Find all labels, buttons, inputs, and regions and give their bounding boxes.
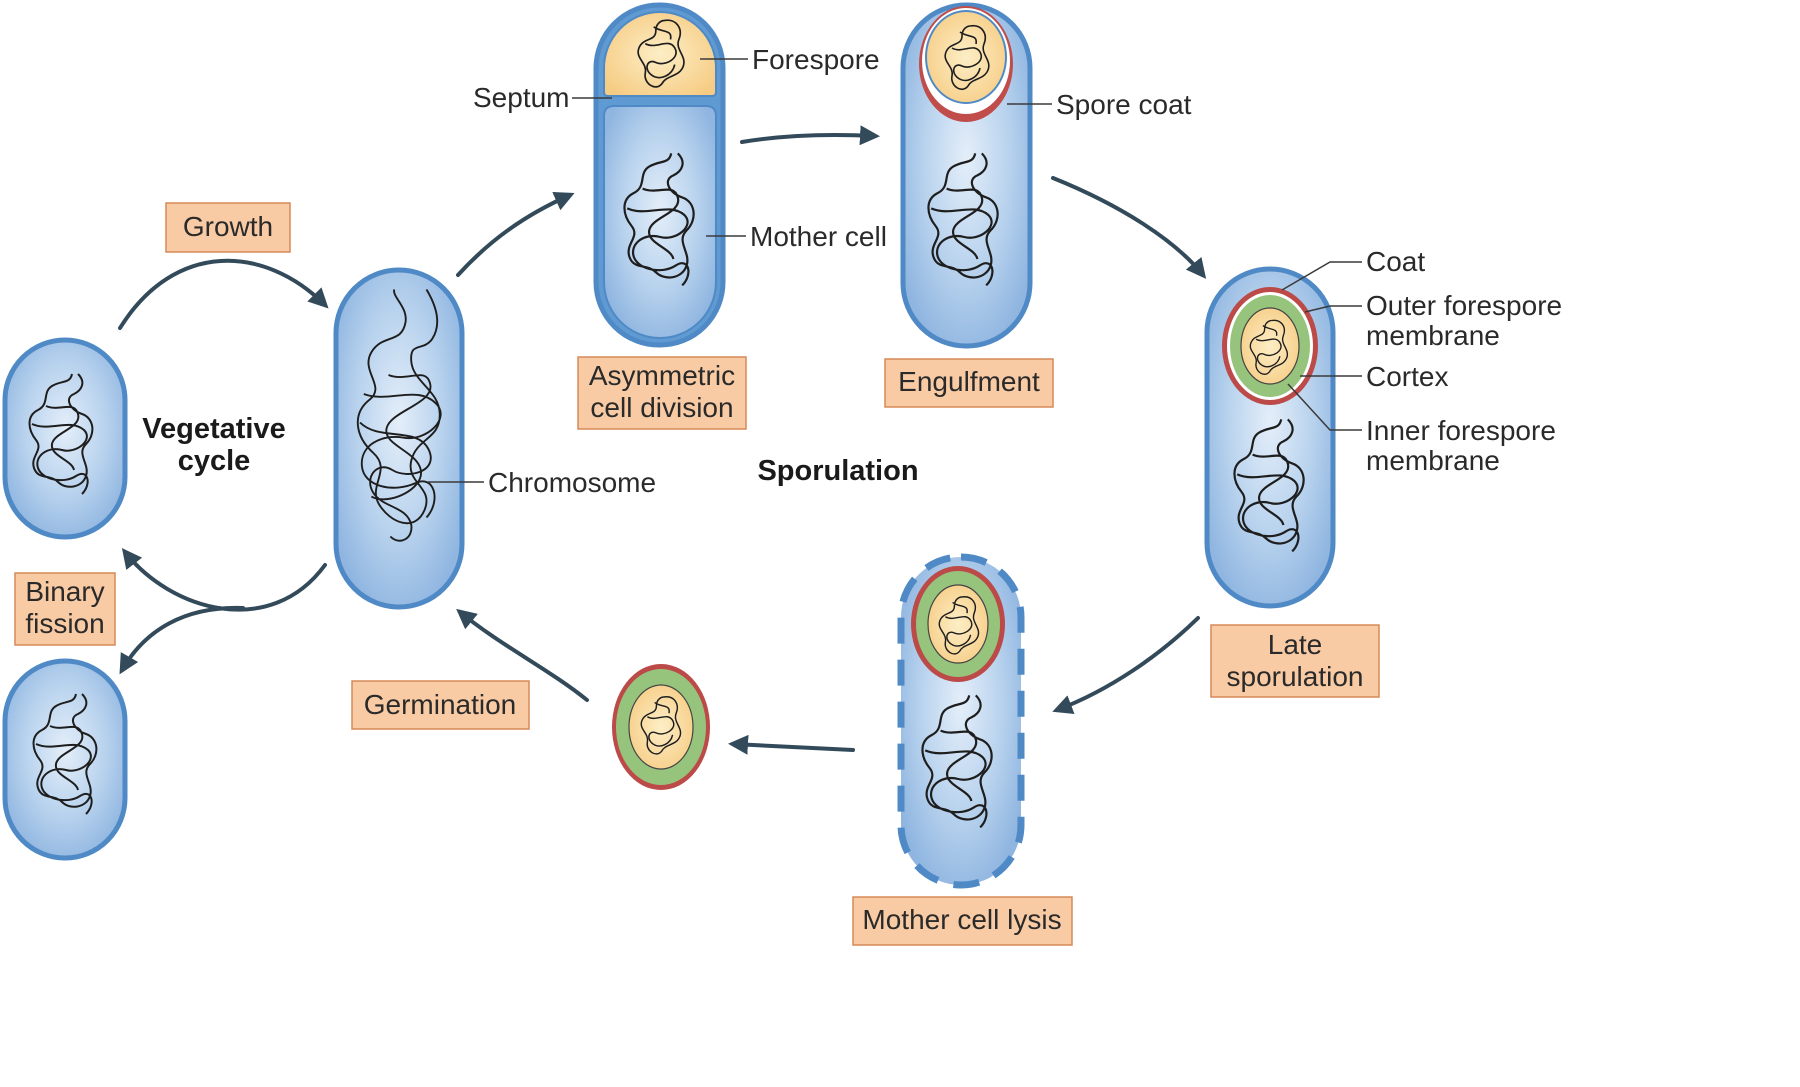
engulfment-cell xyxy=(900,2,1033,349)
spore-coat-callout: Spore coat xyxy=(1007,89,1192,120)
forespore-compartment xyxy=(603,11,717,97)
chromosome-callout: Chromosome xyxy=(428,467,656,498)
svg-text:Asymmetric: Asymmetric xyxy=(589,360,735,391)
to-late-sporulation-arrow xyxy=(1051,176,1207,279)
lysing-mother-cell xyxy=(897,553,1025,889)
growing-cell xyxy=(333,267,465,610)
forespore-callout: Forespore xyxy=(700,44,880,75)
svg-text:membrane: membrane xyxy=(1366,320,1500,351)
svg-text:Septum: Septum xyxy=(473,82,570,113)
germination-arrow xyxy=(456,608,589,702)
mother-cell-lysis-label: Mother cell lysis xyxy=(852,896,1073,946)
asymmetric-division-cell xyxy=(593,2,726,348)
late-sporulation-cell xyxy=(1204,266,1336,609)
svg-text:Sporulation: Sporulation xyxy=(757,455,918,487)
svg-text:Late: Late xyxy=(1268,629,1323,660)
to-spore-arrow xyxy=(728,734,855,755)
svg-text:Inner forespore: Inner forespore xyxy=(1366,415,1556,446)
svg-text:Chromosome: Chromosome xyxy=(488,467,656,498)
svg-text:Cortex: Cortex xyxy=(1366,361,1448,392)
cortex-callout: Cortex xyxy=(1300,361,1448,392)
fission-arrow-upper xyxy=(121,548,327,612)
to-asymmetric-arrow xyxy=(456,191,575,277)
svg-text:Mother cell lysis: Mother cell lysis xyxy=(862,904,1061,935)
mother-cell-callout: Mother cell xyxy=(706,221,887,252)
svg-text:Engulfment: Engulfment xyxy=(898,366,1040,397)
svg-text:Spore coat: Spore coat xyxy=(1056,89,1192,120)
fission-arrow-lower xyxy=(119,605,245,675)
asymmetric-division-label: Asymmetric cell division xyxy=(577,356,747,430)
sporulation-label: Sporulation xyxy=(757,455,918,487)
vegetative-cell-top xyxy=(2,337,128,540)
svg-text:Vegetative: Vegetative xyxy=(142,413,285,445)
to-lysis-arrow xyxy=(1052,616,1200,715)
cycle-arrows xyxy=(118,125,1207,755)
to-engulfment-arrow xyxy=(740,125,880,146)
mother-compartment xyxy=(603,105,717,339)
svg-text:fission: fission xyxy=(25,608,104,639)
svg-text:Mother cell: Mother cell xyxy=(750,221,887,252)
binary-fission-label: Binary fission xyxy=(14,572,116,646)
svg-text:cycle: cycle xyxy=(178,445,251,477)
svg-text:sporulation: sporulation xyxy=(1227,661,1364,692)
vegetative-cycle-label: Vegetative cycle xyxy=(142,413,285,477)
engulfed-forespore xyxy=(925,10,1007,104)
svg-text:cell division: cell division xyxy=(590,392,733,423)
engulfment-label: Engulfment xyxy=(884,358,1054,408)
growth-arrow xyxy=(118,258,329,330)
svg-text:Forespore: Forespore xyxy=(752,44,880,75)
growth-label: Growth xyxy=(165,202,291,253)
svg-text:Germination: Germination xyxy=(364,689,517,720)
vegetative-cell-bottom xyxy=(2,658,128,861)
outer-membrane-callout: Outer forespore membrane xyxy=(1304,290,1562,351)
coat-callout: Coat xyxy=(1281,246,1425,291)
free-spore xyxy=(612,664,710,790)
late-sporulation-label: Late sporulation xyxy=(1210,624,1380,698)
septum-callout: Septum xyxy=(473,82,612,113)
svg-text:Outer forespore: Outer forespore xyxy=(1366,290,1562,321)
inner-membrane-callout: Inner forespore membrane xyxy=(1287,383,1556,476)
svg-text:Coat: Coat xyxy=(1366,246,1425,277)
svg-text:Growth: Growth xyxy=(183,211,273,242)
germination-label: Germination xyxy=(351,680,530,730)
svg-text:Binary: Binary xyxy=(25,576,104,607)
svg-text:membrane: membrane xyxy=(1366,445,1500,476)
